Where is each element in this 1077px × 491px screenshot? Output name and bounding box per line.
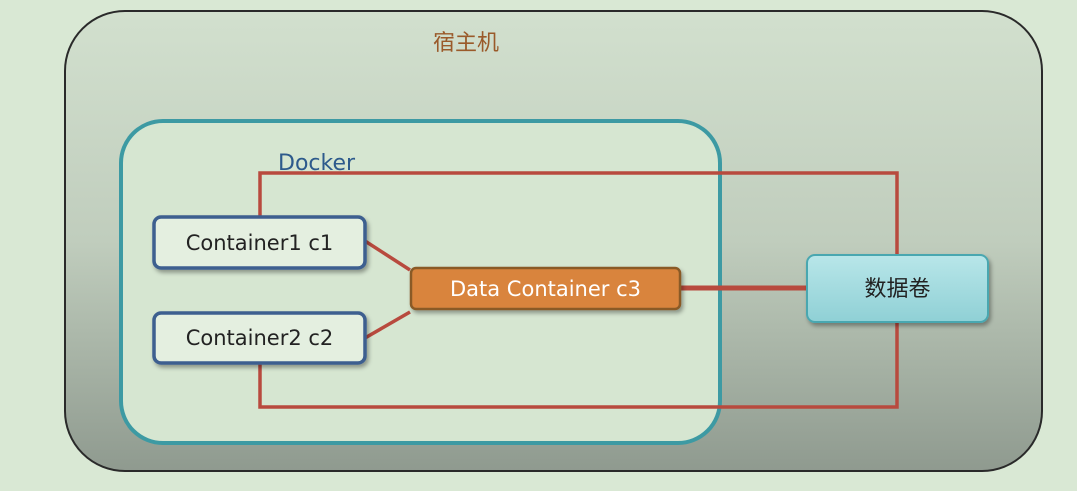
data-volume-node: 数据卷 bbox=[806, 254, 989, 323]
container2-to-data-container-line bbox=[364, 310, 411, 340]
container1-to-volume-line bbox=[258, 171, 899, 254]
container2-label: Container2 c2 bbox=[186, 326, 334, 350]
data-container-label: Data Container c3 bbox=[450, 277, 641, 301]
data-volume-label: 数据卷 bbox=[864, 277, 930, 302]
container2-to-volume-line bbox=[258, 322, 899, 409]
container1-to-data-container-line bbox=[364, 239, 411, 272]
container1-label: Container1 c1 bbox=[186, 231, 334, 255]
container1-node: Container1 c1 bbox=[152, 215, 367, 270]
host-machine-label: 宿主机 bbox=[433, 31, 499, 56]
data-container-node: Data Container c3 bbox=[409, 266, 682, 311]
container2-node: Container2 c2 bbox=[152, 311, 367, 365]
